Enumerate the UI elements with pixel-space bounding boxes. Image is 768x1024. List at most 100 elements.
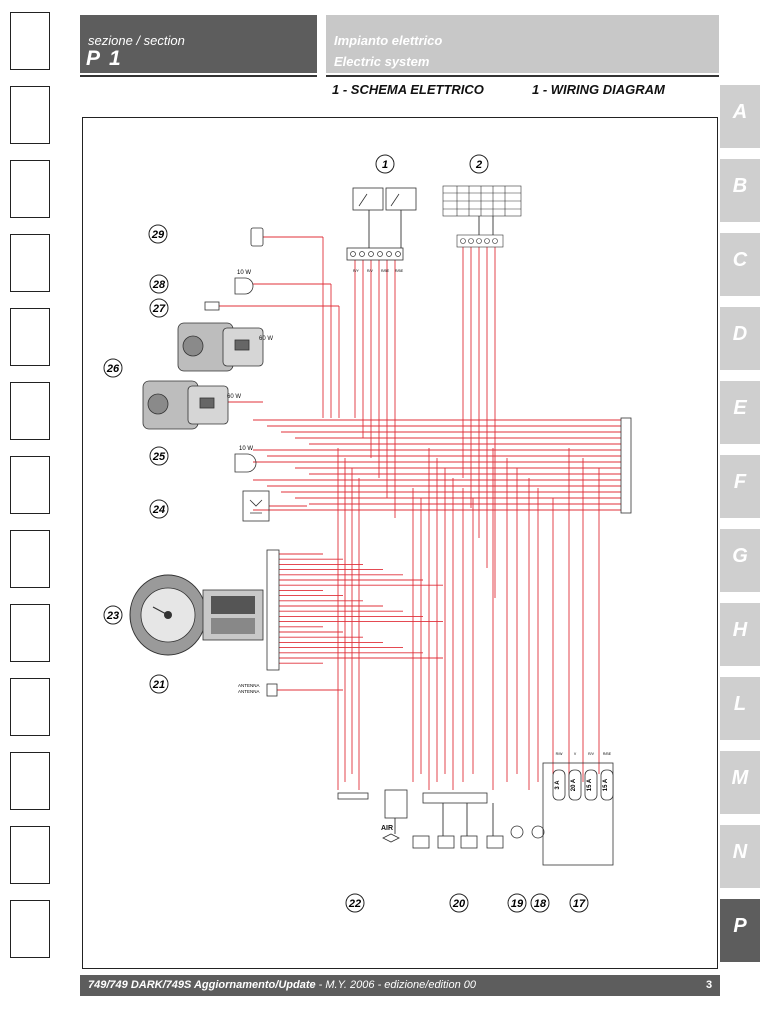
callout-18: 18 — [530, 893, 550, 913]
callout-23: 23 — [103, 605, 123, 625]
section-header-bar — [80, 15, 317, 73]
left-box — [10, 604, 50, 662]
callout-29: 29 — [148, 224, 168, 244]
tab-label: C — [732, 249, 748, 271]
instrument-panel-23 — [129, 549, 280, 671]
connector-wire-label: R/V — [367, 269, 374, 273]
tab-label: B — [732, 175, 748, 197]
fuse-rating: 15 A — [603, 778, 609, 791]
left-box — [10, 530, 50, 588]
callout-19: 19 — [507, 893, 527, 913]
section-code: P 1 — [86, 47, 123, 70]
callout-number: 20 — [452, 898, 466, 910]
callout-17: 17 — [569, 893, 589, 913]
key-switch-table — [442, 185, 522, 248]
tab-label: E — [733, 397, 747, 419]
callout-group: 1 2 29 28 27 26 25 24 23 21 22 20 19 18 17 — [103, 154, 589, 913]
fuse-box-17 — [542, 762, 614, 866]
antenna-label-2: ANTENNA — [238, 689, 260, 694]
callout-number: 25 — [152, 451, 166, 463]
footer-title: 749/749 DARK/749S Aggiornamento/Update — [88, 979, 316, 991]
tab-label: G — [732, 545, 748, 567]
callout-number: 24 — [152, 504, 165, 516]
callout-2: 2 — [469, 154, 489, 174]
connector-27 — [204, 301, 220, 311]
system-header-underline — [326, 75, 719, 77]
tab-label: D — [732, 323, 748, 345]
callout-number: 23 — [106, 610, 119, 622]
tab-label: F — [733, 471, 747, 493]
bulb-25-power-label: 10 W — [239, 446, 253, 452]
callout-number: 2 — [475, 159, 482, 171]
callout-number: 26 — [106, 363, 120, 375]
wiring-diagram: 10 W 60 W 60 W 10 W — [103, 154, 632, 913]
sensors-19-18 — [510, 825, 545, 839]
fuse-rating: 3 A — [555, 780, 561, 790]
footer-bar — [80, 975, 720, 996]
left-box — [10, 86, 50, 144]
connector-wire-label: R/BE — [395, 269, 404, 273]
tab-h[interactable]: H — [720, 602, 760, 666]
red-wires — [214, 236, 621, 790]
footer-edition: - M.Y. 2006 - edizione/edition 00 — [315, 979, 477, 991]
tab-label: L — [733, 693, 747, 715]
bulb-28: 10 W — [234, 270, 254, 295]
fuse — [600, 769, 614, 801]
bulb-28-power-label: 10 W — [237, 270, 251, 276]
tab-l[interactable]: L — [720, 676, 760, 740]
tab-b[interactable]: B — [720, 158, 760, 222]
connector-block-22: AIR — [337, 789, 408, 843]
callout-27: 27 — [149, 298, 169, 318]
system-header-bar — [326, 15, 719, 73]
tab-m[interactable]: M — [720, 750, 760, 814]
fuse — [584, 769, 598, 801]
callout-number: 18 — [534, 898, 547, 910]
fuse-wire-label: V — [574, 752, 577, 756]
fuse-wire-label: R/BE — [603, 752, 612, 756]
tab-label: M — [731, 767, 749, 789]
tab-label: A — [732, 101, 748, 123]
ignition-switch-component — [346, 187, 417, 261]
tab-label: N — [732, 841, 748, 863]
headlight-26-lower: 60 W — [142, 380, 241, 430]
headlight-26-upper: 60 W — [177, 322, 273, 372]
headlight-upper-power-label: 60 W — [259, 336, 273, 342]
main-connector-right — [620, 417, 632, 514]
tab-e[interactable]: E — [720, 380, 760, 444]
tab-f[interactable]: F — [720, 454, 760, 518]
tab-label: H — [732, 619, 748, 641]
tab-c[interactable]: C — [720, 232, 760, 296]
callout-number: 22 — [348, 898, 361, 910]
callout-1: 1 — [375, 154, 395, 174]
callout-number: 27 — [152, 303, 166, 315]
subtitle-italian: 1 - SCHEMA ELETTRICO — [332, 82, 484, 97]
antenna-connector-21: ANTENNA ANTENNA — [238, 683, 278, 697]
system-title-italian: Impianto elettrico — [334, 33, 443, 48]
callout-28: 28 — [149, 274, 169, 294]
left-box — [10, 382, 50, 440]
tab-label: P — [733, 915, 747, 937]
left-box — [10, 12, 50, 70]
tab-d[interactable]: D — [720, 306, 760, 370]
left-box — [10, 678, 50, 736]
section-label: sezione / section — [88, 33, 185, 48]
callout-number: 19 — [511, 898, 524, 910]
connector-block-20 — [412, 792, 504, 849]
tab-p[interactable]: P — [720, 898, 760, 962]
callout-21: 21 — [149, 674, 169, 694]
footer-text: 749/749 DARK/749S Aggiornamento/Update -… — [88, 979, 476, 991]
fuse-wire-label: R/V — [588, 752, 595, 756]
callout-22: 22 — [345, 893, 365, 913]
tab-n[interactable]: N — [720, 824, 760, 888]
page-number: 3 — [706, 979, 713, 991]
callout-24: 24 — [149, 499, 169, 519]
connector-wire-label: R/Y — [353, 269, 360, 273]
callout-26: 26 — [103, 358, 123, 378]
tab-a[interactable]: A — [720, 84, 760, 148]
fuse — [568, 769, 582, 801]
system-title-english: Electric system — [334, 54, 430, 69]
bulb-25: 10 W — [234, 446, 257, 473]
left-box — [10, 456, 50, 514]
tab-g[interactable]: G — [720, 528, 760, 592]
